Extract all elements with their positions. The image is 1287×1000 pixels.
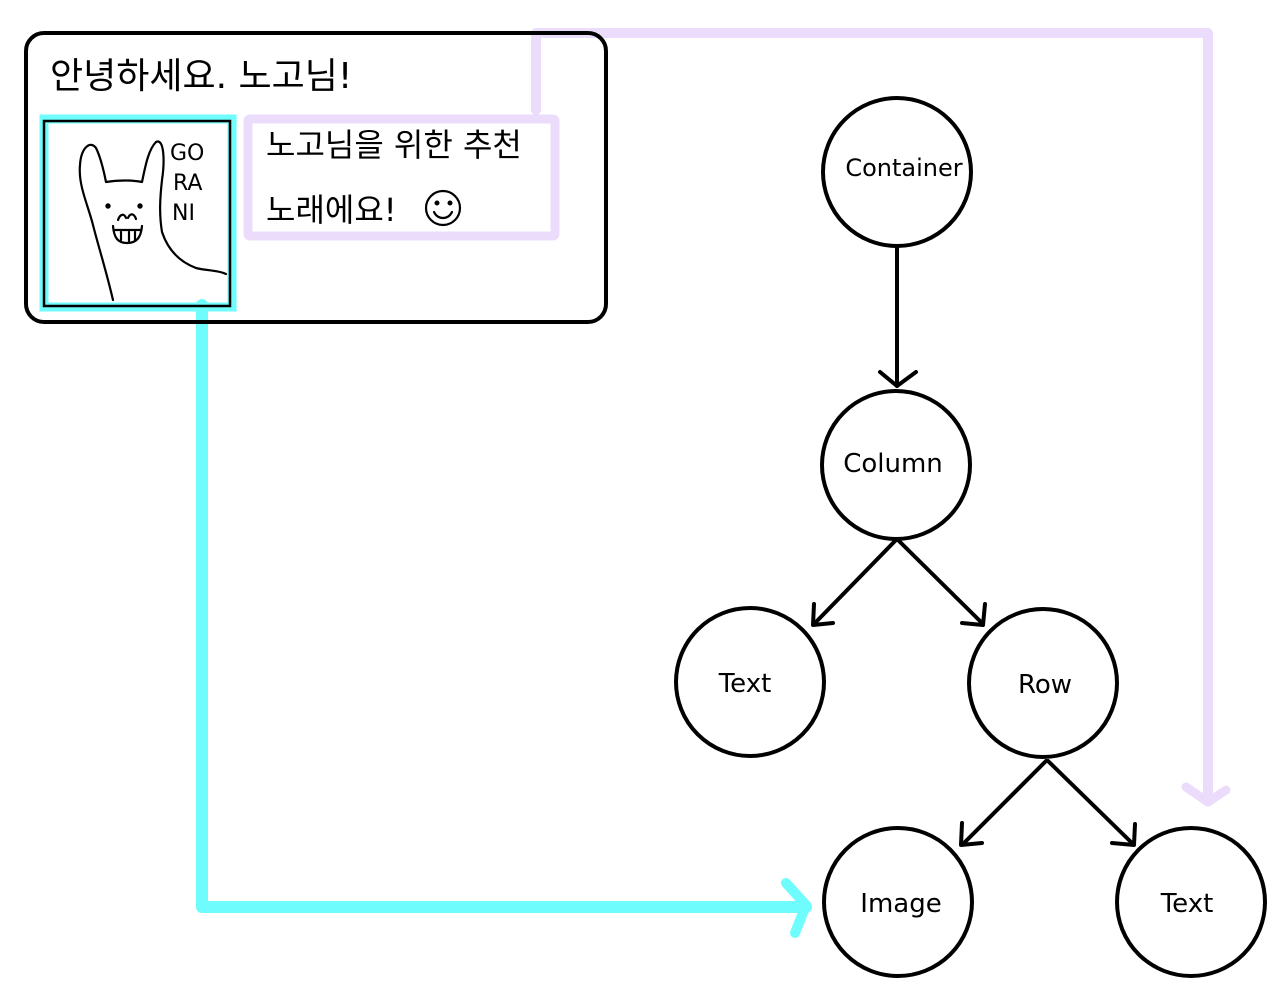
edge-column-text-arrowhead: [811, 602, 835, 627]
node-text-right: [1115, 826, 1267, 978]
edge-column-row: [896, 538, 984, 625]
edge-row-text: [1046, 759, 1134, 845]
node-container: [821, 96, 973, 248]
node-column: [820, 389, 972, 541]
edge-column-text: [813, 538, 898, 625]
node-text-right-label: Text: [1160, 889, 1214, 919]
edge-row-image: [962, 759, 1048, 845]
text-highlight: [243, 114, 560, 241]
node-row-label: Row: [1018, 670, 1072, 700]
node-column-label: Column: [843, 449, 943, 479]
node-image-label: Image: [860, 889, 941, 919]
node-text-left: [674, 606, 826, 758]
image-caption-line-1: GO: [170, 141, 204, 166]
text-mapping-connector: [531, 28, 1213, 800]
image-frame: [42, 119, 232, 308]
node-image: [822, 826, 974, 978]
edge-row-image-arrowhead: [959, 821, 984, 847]
image-mapping-connector: [196, 299, 812, 913]
text-mapping-arrowhead: [1181, 782, 1231, 807]
tree-edges: [811, 246, 1137, 847]
message-line-1: 노고님을 위한 추천: [266, 126, 522, 164]
alpaca-icon: [78, 140, 228, 302]
smiley-face-icon: [424, 189, 462, 227]
greeting-text: 안녕하세요. 노고님!: [50, 56, 352, 97]
edge-column-row-arrowhead: [960, 602, 987, 627]
image-mapping-arrowhead: [781, 878, 811, 938]
image-caption-line-3: NI: [172, 201, 195, 226]
image-caption-line-2: RA: [173, 171, 202, 196]
node-container-label: Container: [845, 154, 962, 182]
node-text-left-label: Text: [718, 669, 772, 699]
edge-row-text-arrowhead: [1110, 822, 1137, 847]
node-row: [967, 607, 1119, 759]
edge-container-column-arrowhead: [878, 370, 918, 388]
message-line-2: 노래에요!: [266, 191, 397, 229]
ui-card: [24, 31, 608, 324]
